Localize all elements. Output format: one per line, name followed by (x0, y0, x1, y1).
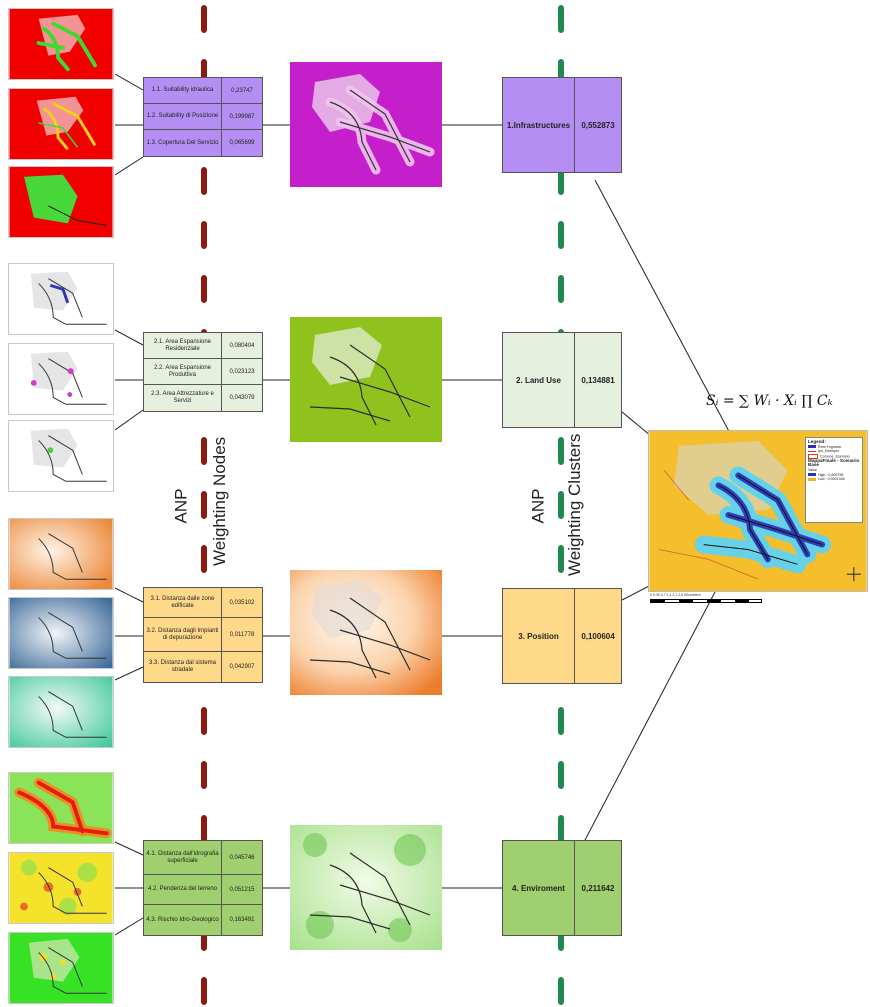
map-thumbnail (8, 597, 114, 669)
node-weight: 0,023123 (229, 368, 255, 375)
map-thumbnail (8, 343, 114, 415)
scale-bar: 0 0,35 0,7 1,4 2,1 2,8 Kilometers (648, 593, 768, 603)
cluster-table-infrastructures: 1.Infrastructures 0,552873 (502, 77, 622, 173)
node-table-position: 3.1. Distanza dalle zone edificate 0,0351… (143, 587, 263, 683)
node-label: 4.2. Pendenza del terreno (144, 875, 222, 904)
left-anp-label: ANP (171, 488, 191, 524)
node-weight: 0,163491 (229, 917, 255, 923)
legend-item: Comune_Esempio (808, 453, 860, 459)
node-label: 2.3. Area Attrezzature e Servizi (144, 385, 222, 411)
legend-layer-title: MappaFinale - Scenario Base (808, 457, 860, 468)
cluster-label: 1.Infrastructures (503, 78, 575, 172)
node-weight: 0,045746 (229, 854, 255, 861)
node-label: 4.3. Rischio Idro-Geologico (144, 905, 222, 935)
map-thumbnail (8, 518, 114, 590)
node-table-infrastructures: 1.1. Suitability idraulica 0,23747 1.2. S… (143, 77, 263, 157)
node-weight: 0,042907 (229, 664, 255, 670)
legend-title: Legend: (808, 439, 826, 444)
right-anp-label: ANP (528, 488, 548, 524)
node-row: 1.3. Copertura Del Servizio 0,065699 (144, 130, 262, 156)
node-row: 1.1. Suitability idraulica 0,23747 (144, 78, 262, 104)
map-thumbnail (8, 88, 114, 160)
legend-high: High : 0,605796 (808, 473, 860, 478)
aggregation-formula: Sᵢ = ∑ Wᵢ · Xᵢ ∏ Cₖ (706, 393, 833, 409)
cluster-weight: 0,211642 (581, 883, 615, 893)
map-thumbnail (8, 8, 114, 80)
cluster-label: 4. Enviroment (503, 841, 575, 935)
node-label: 2.2. Area Espansione Produttiva (144, 359, 222, 384)
legend-item: Ipn_Esempio (808, 449, 860, 454)
cluster-map-land-use (290, 317, 442, 442)
cluster-weight: 0,552873 (581, 120, 615, 130)
cluster-table-environment: 4. Enviroment 0,211642 (502, 840, 622, 936)
cluster-map-infrastructures (290, 62, 442, 187)
node-label: 1.3. Copertura Del Servizio (144, 130, 222, 156)
result-map: Legend: Rete Fognaria Ipn_Esempio Comune… (648, 430, 868, 592)
node-label: 1.1. Suitability idraulica (144, 78, 222, 103)
map-thumbnail (8, 852, 114, 924)
node-row: 1.2. Suitability di Posizione 0,199987 (144, 104, 262, 130)
node-weight: 0,011778 (229, 631, 255, 638)
node-weight: 0,199987 (229, 113, 255, 120)
node-label: 3.2. Distanza dagli Impianti di depurazi… (144, 618, 222, 651)
map-thumbnail (8, 676, 114, 748)
node-row: 2.3. Area Attrezzature e Servizi 0,043079 (144, 385, 262, 411)
map-thumbnail (8, 166, 114, 238)
cluster-weight: 0,134881 (581, 375, 615, 385)
scale-bar-graphic (650, 599, 762, 603)
node-row: 3.2. Distanza dagli Impianti di depurazi… (144, 618, 262, 652)
cluster-weight: 0,100604 (581, 631, 615, 641)
node-label: 2.1. Area Espansione Residenziale (144, 333, 222, 358)
node-row: 2.1. Area Espansione Residenziale 0,08040… (144, 333, 262, 359)
legend-item: Rete Fognaria (808, 445, 860, 450)
scale-labels: 0 0,35 0,7 1,4 2,1 2,8 Kilometers (650, 593, 701, 597)
right-axis-title: Weighting Clusters (565, 433, 584, 576)
node-label: 3.3. Distanza dal sistema stradale (144, 652, 222, 682)
cluster-map-position (290, 570, 442, 695)
map-thumbnail (8, 932, 114, 1004)
map-thumbnail (8, 772, 114, 844)
node-weight: 0,051215 (229, 886, 255, 893)
legend-low: Low : 0,0001346 (808, 477, 860, 482)
map-thumbnail (8, 263, 114, 335)
node-table-land-use: 2.1. Area Espansione Residenziale 0,08040… (143, 332, 263, 412)
node-label: 1.2. Suitability di Posizione (144, 104, 222, 129)
cluster-table-land-use: 2. Land Use 0,134881 (502, 332, 622, 428)
node-table-environment: 4.1. Distanza dall'idrografia superficia… (143, 840, 263, 936)
node-row: 4.2. Pendenza del terreno 0,051215 (144, 875, 262, 905)
node-weight: 0,080404 (229, 342, 255, 349)
node-weight: 0,035102 (229, 599, 255, 606)
node-label: 4.1. Distanza dall'idrografia superficia… (144, 841, 222, 874)
node-row: 4.1. Distanza dall'idrografia superficia… (144, 841, 262, 875)
map-thumbnail (8, 420, 114, 492)
cluster-label: 3. Position (503, 589, 575, 683)
legend-value-label: Value (808, 468, 817, 473)
node-row: 2.2. Area Espansione Produttiva 0,023123 (144, 359, 262, 385)
node-weight: 0,23747 (231, 87, 253, 94)
left-axis-title: Weighting Nodes (210, 436, 229, 566)
cluster-label: 2. Land Use (503, 333, 575, 427)
cluster-map-environment (290, 825, 442, 950)
node-weight: 0,065699 (229, 140, 255, 146)
node-weight: 0,043079 (229, 395, 255, 401)
cluster-table-position: 3. Position 0,100604 (502, 588, 622, 684)
node-row: 4.3. Rischio Idro-Geologico 0,163491 (144, 905, 262, 935)
node-row: 3.1. Distanza dalle zone edificate 0,0351… (144, 588, 262, 618)
map-legend: Legend: Rete Fognaria Ipn_Esempio Comune… (805, 437, 863, 523)
node-row: 3.3. Distanza dal sistema stradale 0,0429… (144, 652, 262, 682)
node-label: 3.1. Distanza dalle zone edificate (144, 588, 222, 617)
